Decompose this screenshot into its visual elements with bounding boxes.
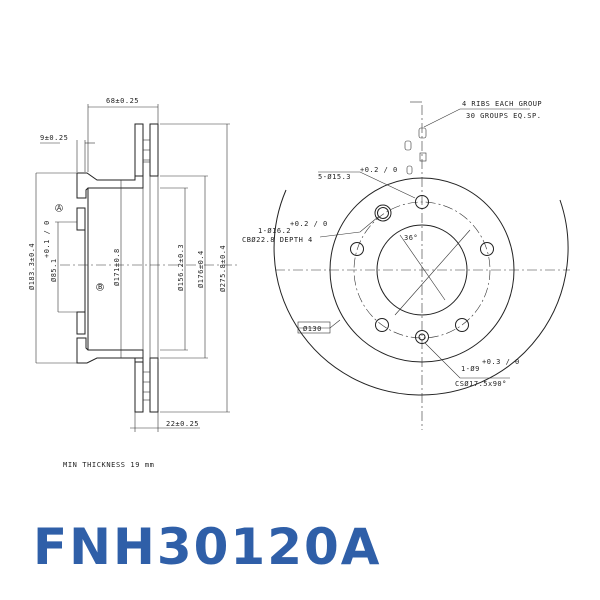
ribs-note-line2: 30 GROUPS EQ.SP. — [466, 112, 541, 120]
bolt-holes-tol: +0.2 / 0 — [360, 166, 398, 174]
dim-hub-thickness: 9±0.25 — [40, 134, 68, 142]
countersunk-hole — [415, 330, 429, 344]
ribs-note-line1: 4 RIBS EACH GROUP — [462, 100, 542, 108]
datum-a-label: A — [57, 204, 62, 212]
inner-friction-plate-top — [149, 123, 159, 177]
outer-friction-plate-bottom — [134, 357, 144, 413]
center-bore-circle — [376, 224, 468, 316]
angle-label: 36° — [404, 234, 418, 242]
countersunk-bolt-hole — [374, 204, 392, 222]
inner-friction-plate-bottom — [149, 357, 159, 413]
cs-hole-note-line1: 1-Ø9 — [461, 365, 480, 373]
hub-hat-top — [76, 172, 144, 199]
hub-center-bottom — [76, 311, 86, 335]
cb-hole-note-line1: 1-Ø16.2 — [258, 227, 291, 235]
cs-hole-note-line2: CSØ17.5x90° — [455, 380, 507, 388]
bolt-hole — [350, 242, 364, 256]
rib-mark — [419, 152, 427, 162]
front-view: 36° 4 RIBS EACH GROUP 30 GROUPS EQ.SP. 5… — [242, 100, 570, 430]
bolt-hole — [455, 318, 469, 332]
dim-inner-friction-diameter: Ø156.2±0.3 — [177, 244, 185, 291]
dim-outer-diameter: Ø275.8±0.4 — [219, 245, 227, 292]
hub-hat-bottom — [76, 337, 144, 364]
cs-hole-tol: +0.3 / 0 — [482, 358, 520, 366]
rib-mark — [406, 165, 413, 175]
dim-vent-diameter: Ø176±0.4 — [197, 250, 205, 288]
dim-disc-thickness: 22±0.25 — [166, 420, 199, 428]
pcd-label: Ø130 — [303, 325, 322, 333]
datum-a-marker — [55, 204, 63, 212]
datum-b-marker — [96, 283, 104, 291]
hub-center-top — [76, 207, 86, 231]
disc-outer-edge — [273, 189, 569, 396]
dim-overall-height: 68±0.25 — [106, 97, 139, 105]
min-thickness-note: MIN THICKNESS 19 mm — [63, 461, 155, 469]
countersunk-bolt-hole-inner — [377, 207, 389, 219]
datum-b-label: B — [98, 283, 103, 291]
countersunk-hole-inner — [418, 333, 426, 341]
part-number: FNH30120A — [33, 518, 382, 576]
dim-center-bore: Ø85.1 — [50, 258, 58, 282]
bolt-hole — [375, 318, 389, 332]
rib-mark — [418, 127, 427, 139]
bolt-hole — [480, 242, 494, 256]
bolt-holes-note: 5-Ø15.3 — [318, 173, 351, 181]
bolt-hole — [415, 195, 429, 209]
section-view: A B 68±0.25 9±0.25 22±0.25 Ø183.3±0.4 Ø8… — [28, 97, 240, 432]
rib-mark — [404, 140, 412, 151]
dim-hub-outer-diameter: Ø183.3±0.4 — [28, 243, 36, 290]
outer-friction-plate-top — [134, 123, 144, 177]
cb-hole-tol: +0.2 / 0 — [290, 220, 328, 228]
dim-hat-diameter: Ø171±0.8 — [113, 248, 121, 286]
cb-hole-note-line2: CBØ22.8 DEPTH 4 — [242, 236, 313, 244]
dim-center-bore-tol: +0.1 / 0 — [43, 220, 51, 258]
